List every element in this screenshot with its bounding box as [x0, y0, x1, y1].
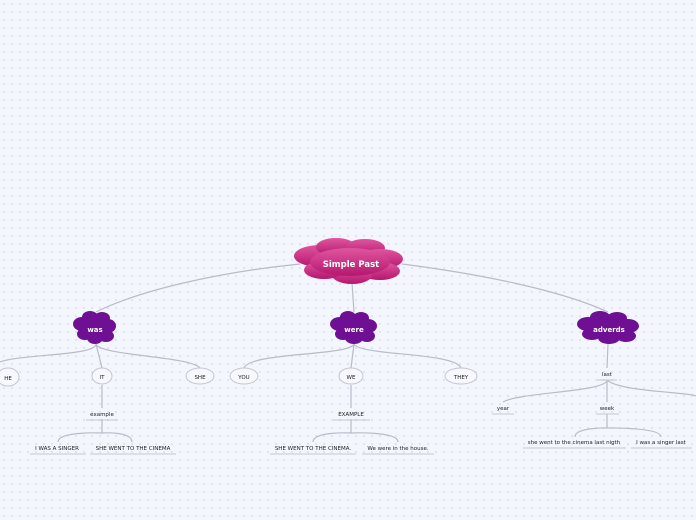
- topic-it[interactable]: IT: [91, 367, 113, 385]
- topic-they-label: THEY: [453, 375, 469, 381]
- topic-we-label: WE: [347, 375, 356, 381]
- topic-week[interactable]: week: [600, 406, 615, 412]
- topic-she-label: SHE: [194, 375, 206, 381]
- connector-example2-items: [312, 419, 399, 443]
- topic-we[interactable]: WE: [338, 367, 364, 385]
- topic-example-upper[interactable]: EXAMPLE: [338, 412, 364, 418]
- topic-she-went-to-the-cinema-dot[interactable]: SHE WENT TO THE CINEMA.: [275, 446, 352, 452]
- topic-she-shape: [185, 367, 215, 385]
- topic-i-was-a-singer-last[interactable]: I was a singer last: [636, 440, 686, 446]
- branch-was[interactable]: was: [73, 311, 116, 344]
- topic-he-label: HE: [4, 376, 12, 382]
- was-label: was: [87, 326, 102, 334]
- connectors: [0, 263, 696, 443]
- topic-it-shape: [91, 367, 113, 385]
- connector-root-adverds: [401, 263, 609, 313]
- topic-he-shape: [0, 367, 20, 387]
- topic-you-shape: [229, 367, 259, 385]
- root-label: Simple Past: [323, 260, 379, 270]
- adverds-label: adverds: [593, 326, 625, 334]
- was-cloud-shape: [73, 311, 116, 344]
- connector-was-it: [95, 343, 103, 369]
- were-cloud-shape: [330, 311, 377, 344]
- topic-she[interactable]: SHE: [185, 367, 215, 385]
- connector-last-year: [502, 379, 608, 403]
- underlines: [30, 379, 692, 455]
- connector-last-offscreen: [606, 379, 696, 397]
- topic-he[interactable]: HE: [0, 367, 20, 387]
- adverds-cloud-shape: [577, 311, 639, 344]
- connector-week-items: [574, 414, 662, 438]
- connector-example-items: [57, 419, 133, 443]
- topic-they[interactable]: THEY: [444, 367, 478, 385]
- topic-you-label: YOU: [237, 375, 249, 381]
- connector-was-he: [0, 343, 97, 363]
- root-cloud-shape: [294, 238, 403, 284]
- connector-were-you: [243, 343, 355, 369]
- connector-were-they: [353, 343, 462, 369]
- topic-you[interactable]: YOU: [229, 367, 259, 385]
- topic-year[interactable]: year: [497, 406, 510, 412]
- topic-example[interactable]: example: [90, 412, 114, 418]
- root-topic[interactable]: Simple Past: [294, 238, 403, 284]
- topic-last[interactable]: last: [602, 372, 613, 378]
- connector-root-were: [351, 282, 355, 313]
- topic-she-went-to-the-cinema[interactable]: SHE WENT TO THE CINEMA: [96, 446, 171, 452]
- branch-were[interactable]: were: [330, 311, 377, 344]
- topic-it-label: IT: [100, 375, 106, 381]
- topic-they-shape: [444, 367, 478, 385]
- topic-we-were-in-the-house[interactable]: We were in the house.: [367, 446, 429, 452]
- topic-i-was-a-singer[interactable]: I WAS A SINGER: [35, 446, 79, 452]
- connector-root-was: [95, 263, 301, 313]
- connector-was-she: [95, 343, 201, 369]
- topic-we-shape: [338, 367, 364, 385]
- topic-she-went-last-nigth[interactable]: she went to the cinema last nigth: [528, 440, 621, 446]
- branch-adverds[interactable]: adverds: [577, 311, 639, 344]
- connector-were-we: [350, 343, 355, 369]
- were-label: were: [344, 326, 364, 334]
- connector-adverds-last: [606, 343, 609, 369]
